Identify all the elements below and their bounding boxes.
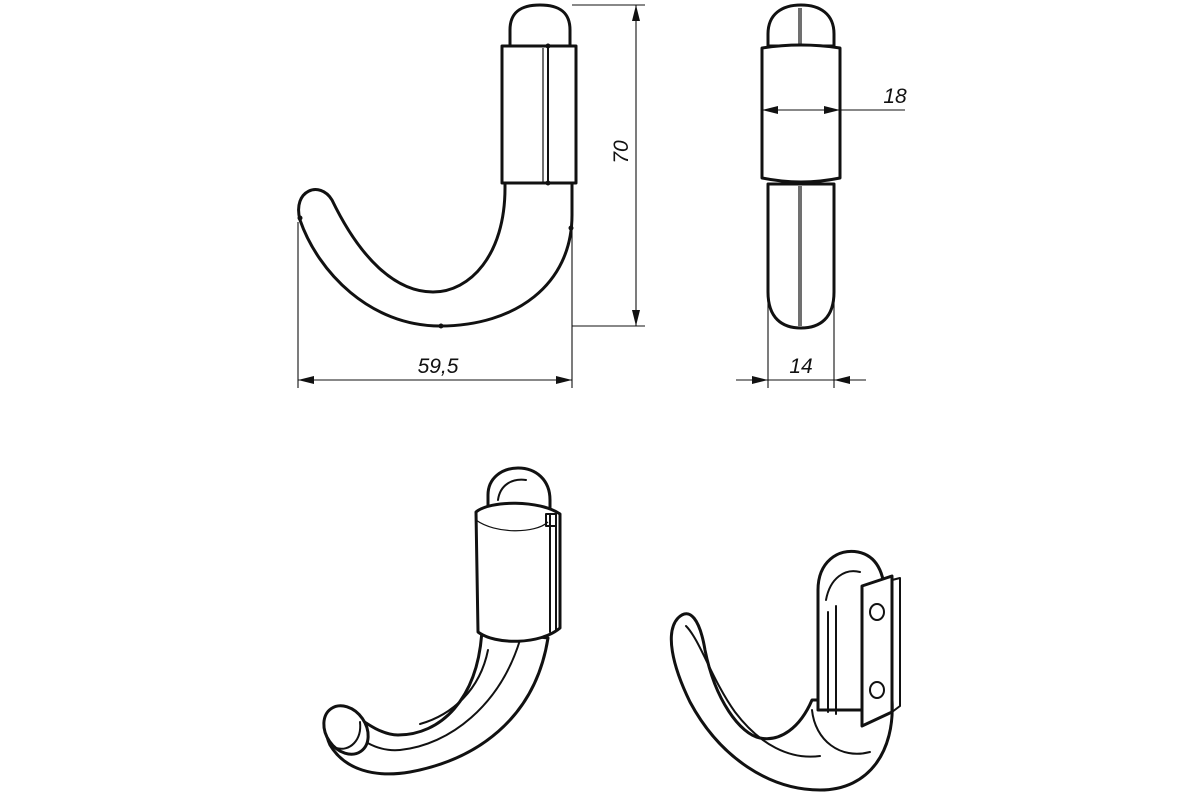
- iso2-hook-body: [669, 612, 894, 792]
- front-view: [297, 3, 578, 329]
- front-vertex-marker: [545, 43, 551, 49]
- side-sleeve: [760, 43, 842, 184]
- iso1-sleeve: [474, 501, 562, 643]
- iso2-screw-hole-top: [869, 603, 885, 621]
- iso1-end-cap: [322, 704, 370, 756]
- dimension-depth-label: 14: [789, 355, 812, 378]
- front-sleeve: [500, 44, 578, 185]
- dimension-sleeve-width-label: 18: [883, 85, 907, 108]
- front-vertex-marker: [297, 215, 303, 221]
- isometric-view-front: [322, 466, 562, 776]
- isometric-view-back: [669, 549, 901, 792]
- iso2-mounting-plate: [860, 574, 894, 728]
- front-hook-body: [297, 180, 574, 328]
- front-vertex-marker: [438, 323, 444, 329]
- iso2-screw-hole-bottom: [869, 681, 885, 699]
- dimension-width: 59,5: [297, 222, 573, 388]
- front-top-cap: [508, 3, 572, 50]
- side-view: [760, 3, 842, 330]
- dimension-width-label: 59,5: [418, 355, 459, 378]
- dimension-height: 70: [572, 4, 645, 327]
- dimension-sleeve-width: 18: [762, 85, 907, 114]
- dimension-height-label: 70: [610, 140, 633, 164]
- dimension-depth: 14: [736, 292, 866, 388]
- front-vertex-marker: [545, 180, 551, 186]
- front-vertex-marker: [568, 225, 574, 231]
